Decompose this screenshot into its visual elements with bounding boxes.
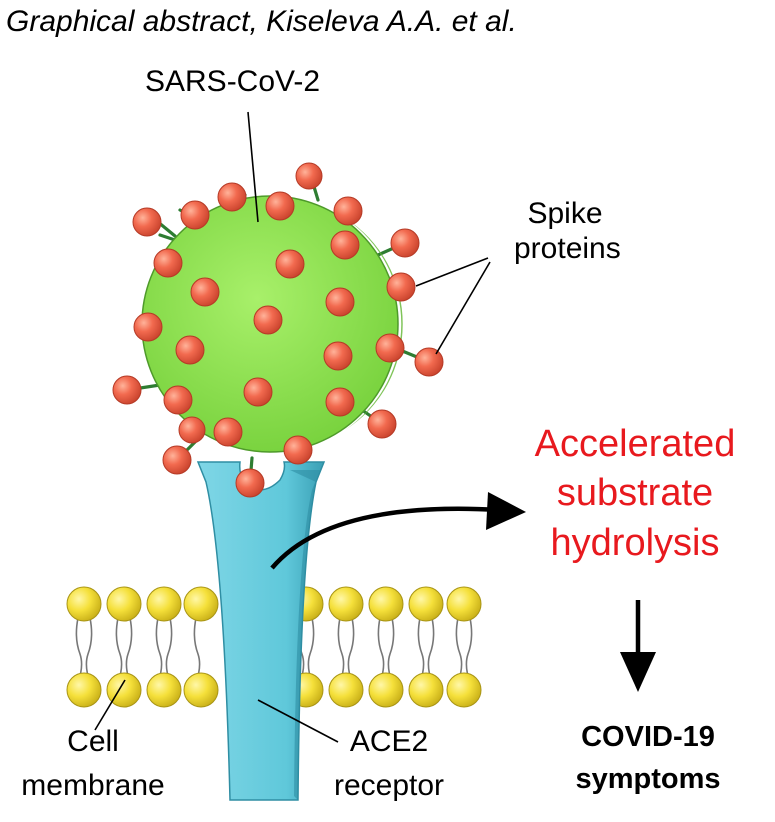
- ace2-receptor-label: ACE2 receptor: [330, 720, 448, 807]
- symptom-line1: COVID-19: [581, 721, 715, 753]
- result-line3: hydrolysis: [550, 521, 720, 564]
- virus-label: SARS-CoV-2: [145, 65, 321, 98]
- cell-membrane-label: Cell membrane: [4, 720, 182, 807]
- membrane-line1: Cell: [67, 725, 119, 758]
- virus-pointer-line: [247, 111, 259, 223]
- spike-proteins-label: Spike proteins: [514, 196, 621, 267]
- membrane-pointer-line: [94, 679, 126, 731]
- sars-cov-2-virus: [112, 162, 444, 498]
- spike-pointer-line-2: [435, 261, 491, 355]
- cell-membrane: [66, 586, 482, 708]
- pointer-lines: [94, 111, 491, 743]
- hydrolysis-arrow: [270, 506, 501, 570]
- membrane-line2: membrane: [21, 768, 165, 802]
- symptoms-label: COVID-19 symptoms: [543, 716, 753, 800]
- result-line1: Accelerated: [534, 423, 736, 465]
- hydrolysis-arrowhead: [486, 492, 526, 530]
- lipid-heads-bottom: [66, 672, 482, 708]
- ace2-receptor-shape: [196, 461, 326, 801]
- spike-proteins: [112, 162, 444, 498]
- receptor-pointer-line: [257, 699, 339, 743]
- spike-pointer-line-1: [415, 257, 489, 287]
- receptor-line1: ACE2: [349, 725, 429, 758]
- receptor-line2: receptor: [333, 768, 445, 802]
- spike-label-line2: proteins: [514, 232, 621, 266]
- symptom-line2: symptoms: [575, 763, 721, 796]
- abstract-title: Graphical abstract, Kiseleva A.A. et al.: [6, 5, 517, 38]
- hydrolysis-result-label: Accelerated substrate hydrolysis: [500, 420, 770, 568]
- symptoms-arrowhead: [620, 652, 656, 692]
- result-line2: substrate: [556, 472, 714, 515]
- spike-label-line1: Spike: [527, 197, 603, 230]
